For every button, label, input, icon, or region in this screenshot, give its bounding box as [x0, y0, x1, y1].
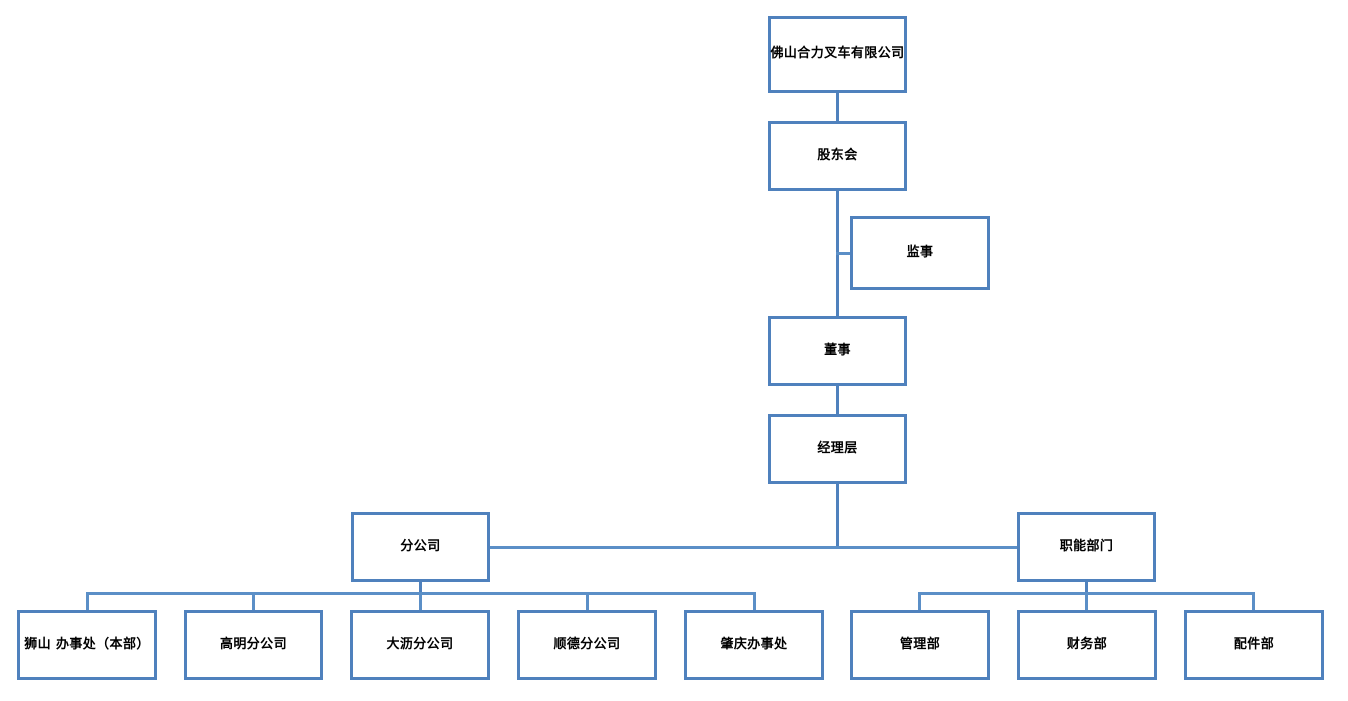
- connector-drop-shunde: [586, 592, 589, 611]
- node-supervisor[interactable]: 监事: [850, 216, 990, 290]
- connector-drop-dali: [419, 592, 422, 611]
- node-zhaoqing-office[interactable]: 肇庆办事处: [684, 610, 824, 680]
- connector-level5-bus: [490, 546, 1018, 549]
- node-management-label: 经理层: [817, 440, 858, 456]
- node-finance-dept-label: 财务部: [1066, 636, 1108, 652]
- node-finance-dept[interactable]: 财务部: [1017, 610, 1157, 680]
- node-management[interactable]: 经理层: [768, 414, 907, 484]
- node-shunde-branch[interactable]: 顺德分公司: [517, 610, 657, 680]
- connector-company-to-shareholders: [836, 93, 839, 121]
- node-director-label: 董事: [824, 342, 851, 358]
- node-supervisor-label: 监事: [906, 244, 934, 260]
- connector-drop-peijian: [1252, 592, 1255, 611]
- connector-branches-drop: [419, 582, 422, 594]
- node-parts-dept[interactable]: 配件部: [1184, 610, 1324, 680]
- node-director[interactable]: 董事: [768, 316, 907, 386]
- connector-drop-caiwu: [1085, 592, 1088, 611]
- node-gaoming-branch-label: 高明分公司: [219, 636, 287, 652]
- node-shishan-office-label: 狮山 办事处（本部）: [24, 636, 150, 652]
- connector-management-to-bus: [836, 484, 839, 548]
- connector-drop-shishan: [86, 592, 89, 611]
- node-parts-dept-label: 配件部: [1233, 636, 1275, 652]
- node-zhaoqing-office-label: 肇庆办事处: [720, 636, 788, 652]
- node-gaoming-branch[interactable]: 高明分公司: [184, 610, 323, 680]
- connector-drop-guanli: [918, 592, 921, 611]
- node-branches-label: 分公司: [400, 538, 441, 554]
- node-shunde-branch-label: 顺德分公司: [553, 636, 621, 652]
- node-dali-branch-label: 大沥分公司: [386, 636, 454, 652]
- node-functions-label: 职能部门: [1059, 538, 1114, 554]
- node-management-dept[interactable]: 管理部: [850, 610, 990, 680]
- node-shareholders-label: 股东会: [817, 147, 858, 163]
- node-dali-branch[interactable]: 大沥分公司: [350, 610, 490, 680]
- connector-drop-zhaoqing: [753, 592, 756, 611]
- node-company-label: 佛山合力叉车有限公司: [770, 46, 905, 62]
- node-shareholders[interactable]: 股东会: [768, 121, 907, 191]
- connector-drop-gaoming: [252, 592, 255, 611]
- node-branches[interactable]: 分公司: [351, 512, 490, 582]
- connector-director-to-management: [836, 386, 839, 415]
- node-management-dept-label: 管理部: [899, 636, 941, 652]
- connector-trunk-to-supervisor: [836, 252, 853, 255]
- node-functions[interactable]: 职能部门: [1017, 512, 1156, 582]
- connector-functions-drop: [1085, 582, 1088, 594]
- node-company[interactable]: 佛山合力叉车有限公司: [768, 16, 907, 93]
- node-shishan-office[interactable]: 狮山 办事处（本部）: [17, 610, 157, 680]
